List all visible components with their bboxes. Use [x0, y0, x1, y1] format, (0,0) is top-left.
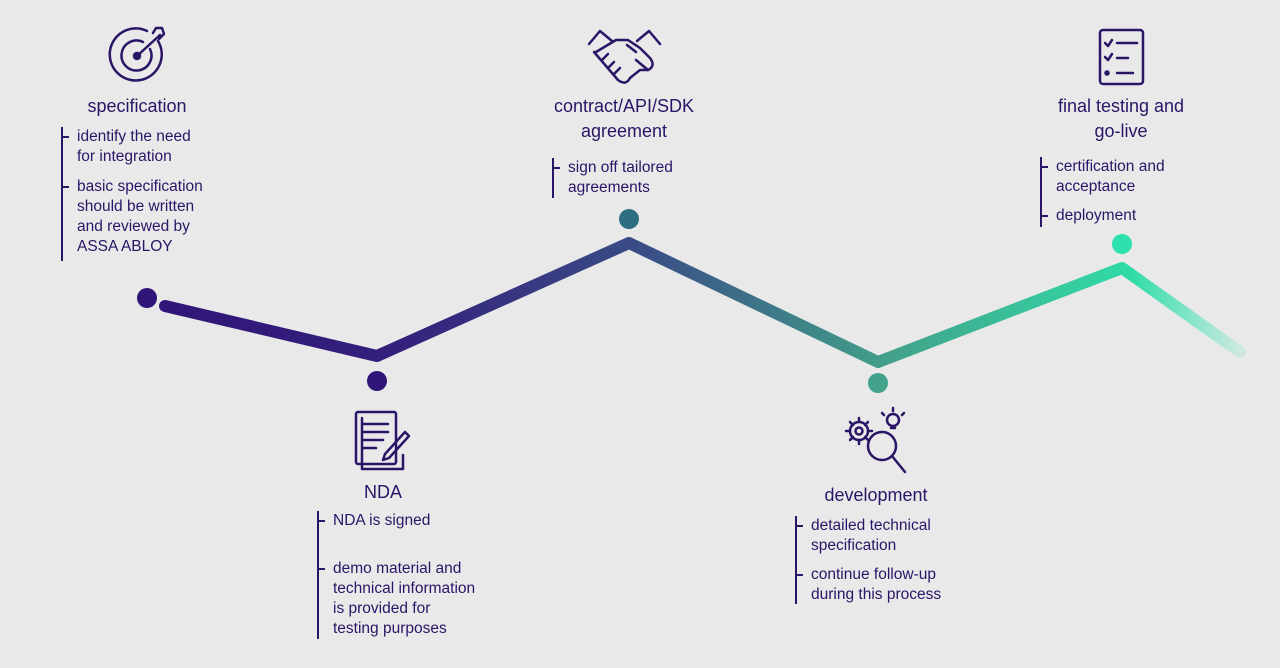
bracket-line [61, 127, 63, 261]
target-icon [108, 26, 166, 82]
checklist-icon [1098, 28, 1145, 86]
document-signing-icon [354, 410, 411, 471]
step-title-development: development [824, 485, 928, 505]
bracket-line [1040, 157, 1042, 227]
handshake-icon [587, 29, 662, 84]
milestone-dot-final-testing [1112, 234, 1132, 254]
step-bullets-final-testing: certification and acceptance deployment [1040, 157, 1210, 227]
step-title-specification: specification [87, 96, 187, 116]
step-bullets-specification: identify the need for integration basic … [61, 127, 231, 261]
bracket-line [317, 511, 319, 639]
step-bullets-contract: sign off tailored agreements [552, 158, 712, 198]
step-bullets-nda: NDA is signed demo material and technica… [317, 511, 507, 639]
step-title-nda: NDA [363, 482, 402, 502]
step-title-contract: contract/API/SDK agreement [553, 96, 695, 141]
bracket-line [795, 516, 797, 604]
bracket-line [552, 158, 554, 198]
milestone-dot-nda [367, 371, 387, 391]
timeline-path [159, 237, 1246, 368]
step-bullets-development: detailed technical specification continu… [795, 516, 975, 604]
milestone-dot-development [868, 373, 888, 393]
milestone-dot-contract [619, 209, 639, 229]
gear-search-idea-icon [844, 406, 907, 474]
step-title-final-testing: final testing and go-live [1057, 96, 1185, 141]
milestone-dot-specification [137, 288, 157, 308]
